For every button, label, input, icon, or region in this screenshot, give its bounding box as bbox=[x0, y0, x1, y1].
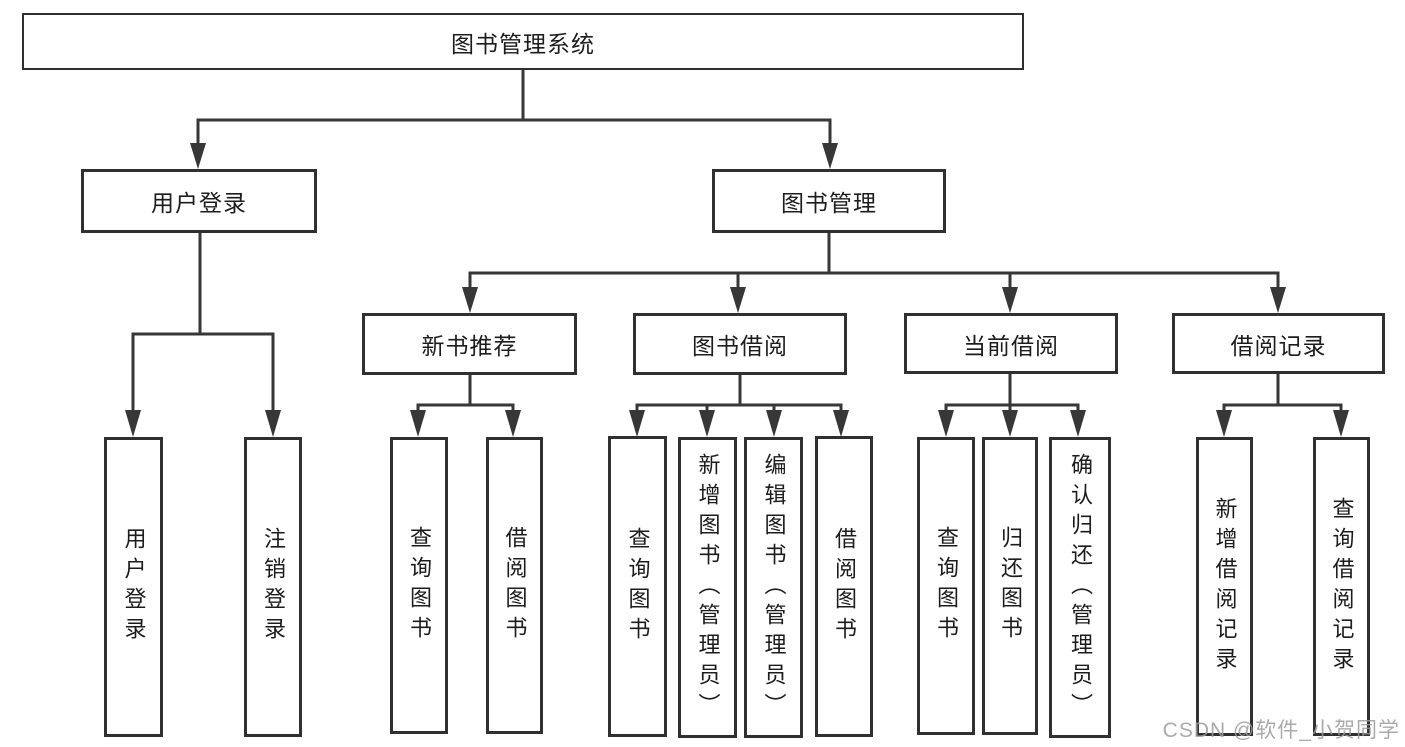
node-label: 确认归还（管理员） bbox=[1068, 452, 1093, 723]
node-query-books: 查询图书 bbox=[390, 437, 448, 734]
node-label: 图书管理 bbox=[781, 190, 877, 216]
node-borrowing-records: 借阅记录 bbox=[1172, 313, 1385, 374]
node-user-login-leaf: 用户登录 bbox=[104, 437, 163, 737]
node-label: 图书管理系统 bbox=[451, 30, 595, 57]
node-book-borrowing: 图书借阅 bbox=[633, 313, 847, 375]
arrow-down-icon bbox=[833, 410, 849, 437]
node-label: 归还图书 bbox=[998, 526, 1023, 646]
node-add-book-admin: 新增图书（管理员） bbox=[678, 437, 737, 738]
arrow-down-icon bbox=[410, 410, 426, 437]
arrow-down-icon bbox=[1002, 287, 1018, 313]
node-current-borrowing: 当前借阅 bbox=[904, 313, 1118, 374]
node-label: 借阅图书 bbox=[832, 526, 857, 647]
node-label: 查询借阅记录 bbox=[1329, 496, 1355, 677]
node-label: 注销登录 bbox=[261, 527, 286, 647]
arrow-down-icon bbox=[629, 410, 645, 437]
arrow-down-icon bbox=[1002, 410, 1018, 437]
node-borrow-books: 借阅图书 bbox=[486, 437, 543, 734]
node-label: 查询图书 bbox=[407, 525, 432, 646]
node-query-books: 查询图书 bbox=[917, 437, 975, 735]
arrow-down-icon bbox=[462, 287, 478, 313]
arrow-down-icon bbox=[190, 143, 206, 169]
arrow-down-icon bbox=[730, 287, 746, 313]
node-book-management: 图书管理 bbox=[712, 169, 946, 233]
arrow-down-icon bbox=[938, 410, 954, 437]
node-label: 当前借阅 bbox=[963, 332, 1059, 359]
node-label: 用户登录 bbox=[151, 190, 247, 216]
node-add-borrow-record: 新增借阅记录 bbox=[1196, 437, 1253, 736]
node-label: 查询图书 bbox=[625, 526, 651, 647]
arrow-down-icon bbox=[125, 410, 141, 437]
node-confirm-return-admin: 确认归还（管理员） bbox=[1049, 437, 1111, 738]
node-label: 借阅记录 bbox=[1230, 332, 1327, 359]
arrow-down-icon bbox=[699, 410, 715, 437]
node-return-books: 归还图书 bbox=[982, 437, 1038, 735]
node-label: 编辑图书（管理员） bbox=[761, 452, 787, 723]
node-query-borrow-record: 查询借阅记录 bbox=[1313, 437, 1370, 736]
node-query-books: 查询图书 bbox=[608, 436, 667, 737]
node-edit-book-admin: 编辑图书（管理员） bbox=[744, 437, 803, 738]
arrow-down-icon bbox=[1333, 410, 1349, 437]
arrow-down-icon bbox=[766, 410, 782, 437]
node-label: 查询图书 bbox=[934, 526, 959, 646]
node-label: 借阅图书 bbox=[502, 525, 528, 646]
arrow-down-icon bbox=[265, 410, 281, 437]
arrow-down-icon bbox=[822, 143, 838, 169]
node-label: 新书推荐 bbox=[421, 333, 518, 359]
arrow-down-icon bbox=[1216, 410, 1232, 437]
arrow-down-icon bbox=[1270, 287, 1286, 313]
node-borrow-books: 借阅图书 bbox=[815, 436, 873, 737]
watermark: CSDN @软件_小贺同学 bbox=[1162, 719, 1400, 742]
arrow-down-icon bbox=[1070, 410, 1086, 437]
node-user-login: 用户登录 bbox=[81, 169, 317, 233]
node-label: 用户登录 bbox=[121, 527, 147, 647]
arrow-down-icon bbox=[505, 410, 521, 437]
node-label: 新增图书（管理员） bbox=[695, 452, 721, 723]
node-library-system: 图书管理系统 bbox=[22, 13, 1024, 70]
node-new-book-recommend: 新书推荐 bbox=[362, 313, 577, 375]
node-label: 新增借阅记录 bbox=[1212, 496, 1238, 677]
node-label: 图书借阅 bbox=[692, 333, 788, 359]
node-logout: 注销登录 bbox=[244, 437, 302, 737]
